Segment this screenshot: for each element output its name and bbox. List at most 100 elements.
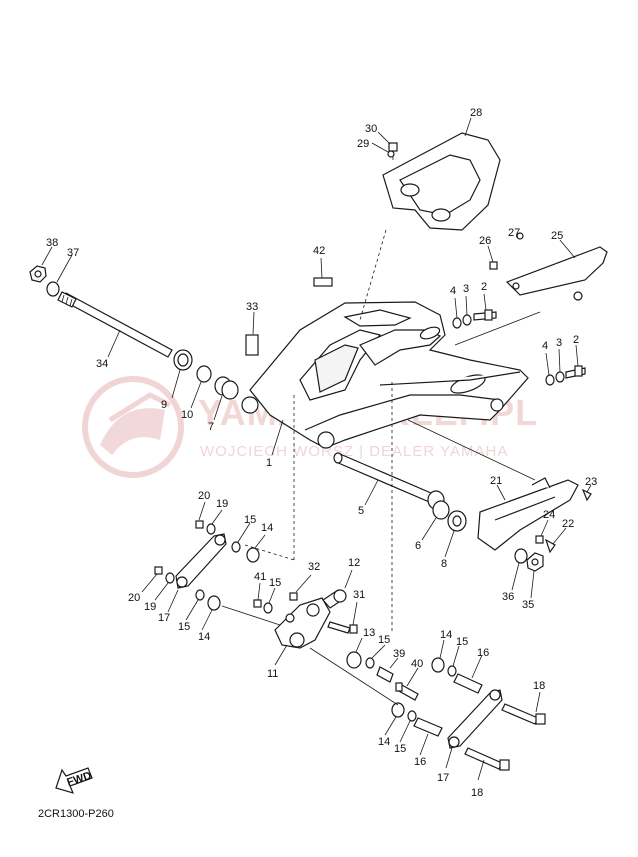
callout-37: 37 xyxy=(67,247,79,259)
line-lower-left xyxy=(221,605,281,626)
callout-6: 6 xyxy=(415,540,421,552)
relay-nut-32[interactable] xyxy=(289,574,312,601)
callout-20: 20 xyxy=(198,490,210,502)
collar[interactable] xyxy=(190,365,212,409)
bolt-18-upper[interactable] xyxy=(501,691,546,725)
washer-collar-bottom[interactable] xyxy=(384,702,443,756)
connecting-rod-upper[interactable] xyxy=(167,533,227,613)
callout-39: 39 xyxy=(393,648,405,660)
callout-3: 3 xyxy=(556,337,562,349)
callout-15: 15 xyxy=(269,577,281,589)
bolt-18-lower[interactable] xyxy=(464,747,510,781)
oil-seal[interactable] xyxy=(171,349,193,399)
callout-15: 15 xyxy=(394,743,406,755)
collar-39[interactable] xyxy=(376,657,399,683)
callout-31: 31 xyxy=(353,589,365,601)
callout-14: 14 xyxy=(378,736,390,748)
callout-38: 38 xyxy=(46,237,58,249)
guide-bolt-24[interactable] xyxy=(535,519,549,544)
pivot-washer[interactable] xyxy=(46,254,73,297)
callout-16: 16 xyxy=(414,756,426,768)
callout-34: 34 xyxy=(96,358,108,370)
callout-32: 32 xyxy=(308,561,320,573)
callout-8: 8 xyxy=(441,558,447,570)
callout-27: 27 xyxy=(508,227,520,239)
fwd-arrow-icon: FWD xyxy=(55,767,93,794)
guide-screw-22[interactable] xyxy=(544,527,567,554)
callout-4: 4 xyxy=(542,340,548,352)
callout-25: 25 xyxy=(551,230,563,242)
line-chain-case xyxy=(454,311,541,346)
pivot-shaft[interactable] xyxy=(57,291,173,358)
callout-1: 1 xyxy=(266,457,272,469)
rod-nuts-upper[interactable] xyxy=(195,501,223,535)
chain-guard-cover[interactable] xyxy=(382,117,501,231)
callout-36: 36 xyxy=(502,591,514,603)
connecting-rod-lower[interactable] xyxy=(445,689,503,769)
callout-15: 15 xyxy=(456,636,468,648)
callout-33: 33 xyxy=(246,301,258,313)
chain-case[interactable] xyxy=(487,232,608,301)
callout-42: 42 xyxy=(313,245,325,257)
washer-36[interactable] xyxy=(511,548,528,591)
relay-bracket[interactable] xyxy=(322,569,353,609)
callout-13: 13 xyxy=(363,627,375,639)
bolt-set-right[interactable] xyxy=(545,344,586,386)
line-relay-bottom xyxy=(309,647,399,706)
callout-23: 23 xyxy=(585,476,597,488)
washer-collar-mid[interactable] xyxy=(365,644,386,669)
callout-24: 24 xyxy=(543,509,555,521)
dash-line-3 xyxy=(359,229,387,321)
callout-22: 22 xyxy=(562,518,574,530)
callout-29: 29 xyxy=(357,138,369,150)
relay-nut-41[interactable] xyxy=(253,582,262,608)
callout-18: 18 xyxy=(533,680,545,692)
callout-28: 28 xyxy=(470,107,482,119)
caution-label xyxy=(245,311,259,356)
callout-19: 19 xyxy=(144,601,156,613)
callout-2: 2 xyxy=(481,281,487,293)
callout-14: 14 xyxy=(261,522,273,534)
callout-35: 35 xyxy=(522,599,534,611)
bolt-set-upper[interactable] xyxy=(452,293,497,329)
cover-bolt[interactable] xyxy=(371,131,398,160)
chain-guide[interactable] xyxy=(477,477,579,551)
diagram-code: 2CR1300-P260 xyxy=(38,808,114,820)
label-sticker xyxy=(313,257,333,287)
rear-arm[interactable] xyxy=(241,301,529,456)
callout-41: 41 xyxy=(254,571,266,583)
guide-screw-23[interactable] xyxy=(581,484,592,502)
washer-collar-upper-b[interactable] xyxy=(263,587,276,614)
callout-labels: 1 2 2 3 3 4 4 5 6 7 8 9 10 11 12 13 14 1… xyxy=(46,107,597,799)
bearing[interactable] xyxy=(213,376,239,421)
washer-collar-right[interactable] xyxy=(431,639,483,694)
callout-12: 12 xyxy=(348,557,360,569)
callout-9: 9 xyxy=(161,399,167,411)
callout-40: 40 xyxy=(411,658,423,670)
relay-arm[interactable] xyxy=(274,597,331,666)
callout-7: 7 xyxy=(208,421,214,433)
callout-2: 2 xyxy=(573,334,579,346)
callout-26: 26 xyxy=(479,235,491,247)
callout-20: 20 xyxy=(128,592,140,604)
callout-4: 4 xyxy=(450,285,456,297)
washer-collar-lower-left[interactable] xyxy=(185,589,221,631)
nut-35[interactable] xyxy=(526,552,544,599)
shaft-bearing[interactable] xyxy=(421,490,450,541)
relay-bolt-31[interactable] xyxy=(327,601,358,634)
callout-16: 16 xyxy=(477,647,489,659)
fwd-label: FWD xyxy=(65,770,93,789)
callout-17: 17 xyxy=(158,612,170,624)
callout-15: 15 xyxy=(378,634,390,646)
collar-13[interactable] xyxy=(346,637,363,669)
bolt-40[interactable] xyxy=(395,667,419,701)
pivot-nut[interactable] xyxy=(29,246,53,283)
callout-30: 30 xyxy=(365,123,377,135)
shaft[interactable] xyxy=(333,452,439,506)
callout-18: 18 xyxy=(471,787,483,799)
line-chain-guide xyxy=(407,419,536,481)
callout-3: 3 xyxy=(463,283,469,295)
washer-collar-upper-a[interactable] xyxy=(231,522,266,563)
shaft-collar[interactable] xyxy=(444,510,467,558)
rod-nuts-lower[interactable] xyxy=(141,566,175,601)
